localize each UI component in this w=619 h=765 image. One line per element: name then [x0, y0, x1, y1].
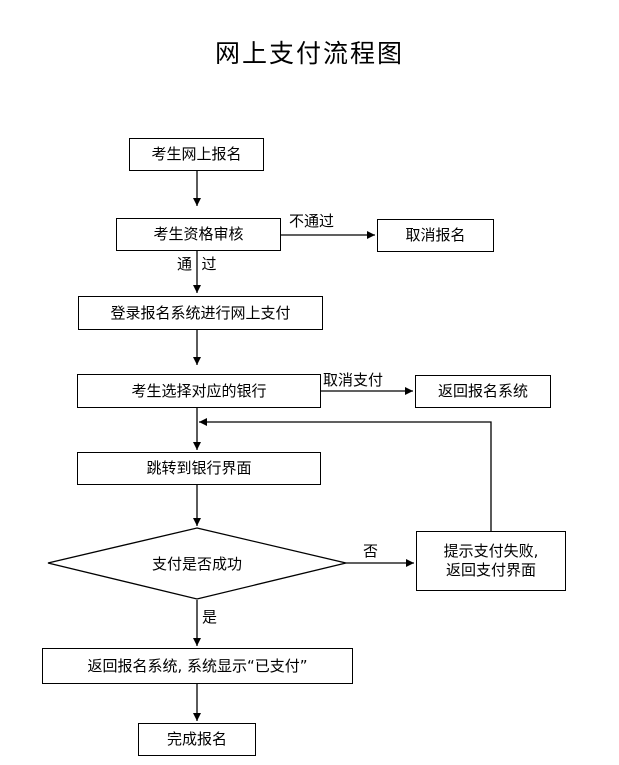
- node-cancel: 取消报名: [377, 219, 494, 252]
- node-bank-page: 跳转到银行界面: [77, 452, 321, 485]
- label-passed: 通 过: [177, 255, 217, 273]
- label-no: 否: [363, 542, 379, 560]
- label-cancel-pay: 取消支付: [323, 371, 384, 389]
- node-complete: 完成报名: [138, 723, 256, 756]
- decision-label: 支付是否成功: [151, 554, 242, 573]
- node-return-paid: 返回报名系统, 系统显示“已支付”: [42, 648, 353, 684]
- node-review: 考生资格审核: [116, 218, 281, 251]
- arrow-fail-loop-back: [199, 418, 492, 531]
- payment-failed-line2: 返回支付界面: [445, 561, 536, 579]
- decision-diamond: [47, 527, 347, 600]
- node-register: 考生网上报名: [129, 138, 264, 171]
- node-payment-failed: 提示支付失败, 返回支付界面: [416, 531, 566, 591]
- node-return-system: 返回报名系统: [415, 375, 551, 408]
- node-choose-bank: 考生选择对应的银行: [77, 374, 321, 408]
- payment-failed-line1: 提示支付失败,: [443, 542, 539, 560]
- diagram-title: 网上支付流程图: [214, 39, 404, 68]
- label-not-passed: 不通过: [289, 212, 335, 230]
- node-login-pay: 登录报名系统进行网上支付: [78, 296, 323, 330]
- label-yes: 是: [202, 608, 218, 626]
